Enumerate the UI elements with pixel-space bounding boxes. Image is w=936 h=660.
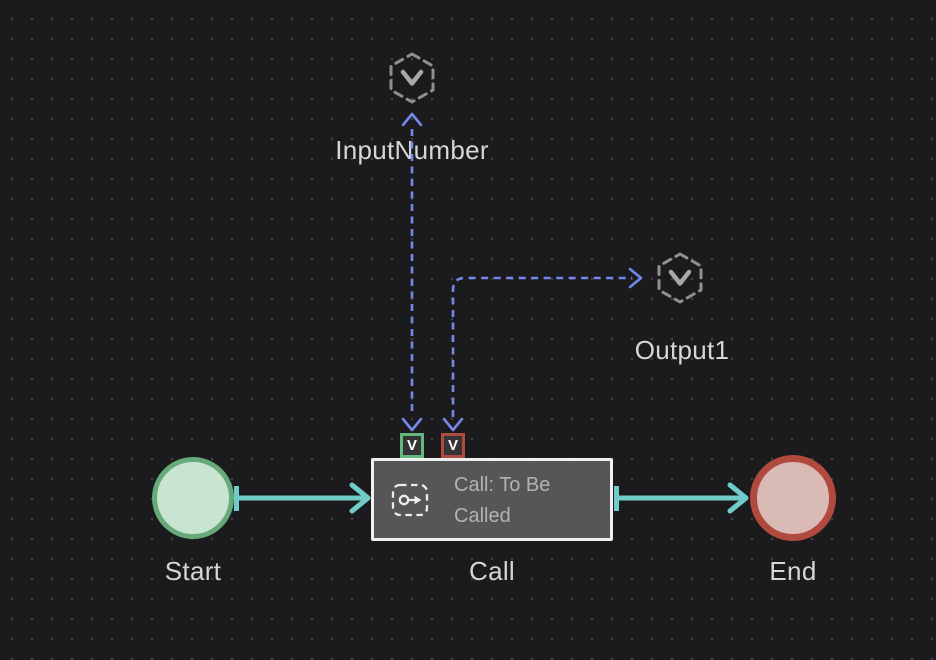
label-start: Start xyxy=(164,556,222,586)
edge-call-to-output1[interactable] xyxy=(442,267,643,432)
output-variable-badge[interactable]: V xyxy=(441,433,465,458)
label-output-variable: Output1 xyxy=(634,335,730,365)
start-event-node[interactable] xyxy=(152,457,234,539)
call-activity-node[interactable]: Call: To Be Called xyxy=(371,458,613,541)
call-activity-title: Call: To Be Called xyxy=(454,474,551,527)
edge-call-to-end[interactable] xyxy=(614,482,749,514)
variable-node-output1[interactable] xyxy=(655,251,705,305)
label-end: End xyxy=(769,556,817,586)
variable-node-inputnumber[interactable] xyxy=(387,51,437,105)
call-activity-icon xyxy=(391,483,429,517)
input-variable-badge[interactable]: V xyxy=(400,433,424,458)
variable-icon xyxy=(389,52,435,104)
label-input-variable: InputNumber xyxy=(335,135,489,165)
variable-icon xyxy=(657,252,703,304)
input-variable-badge-letter: V xyxy=(403,436,421,455)
edge-start-to-call[interactable] xyxy=(234,482,371,514)
end-event-node[interactable] xyxy=(750,455,836,541)
label-call: Call xyxy=(469,556,515,586)
output-variable-badge-letter: V xyxy=(444,436,462,455)
